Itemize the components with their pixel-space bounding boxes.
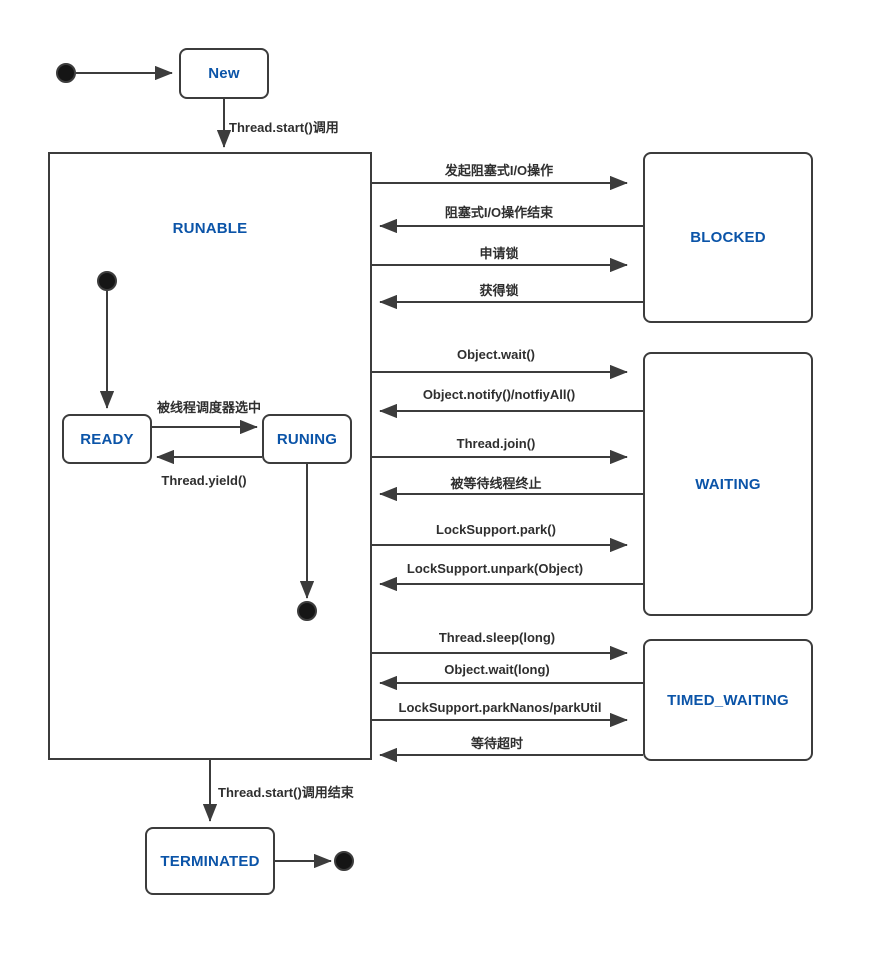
- label-locksupport-park: LockSupport.park(): [436, 522, 556, 537]
- state-timed-waiting: TIMED_WAITING: [643, 639, 813, 761]
- runable-initial-node: [97, 271, 117, 409]
- state-runable-label: RUNABLE: [172, 220, 248, 237]
- state-waiting: WAITING: [643, 352, 813, 616]
- final-node: [275, 851, 354, 871]
- label-blocking-io-end: 阻塞式I/O操作结束: [444, 205, 554, 220]
- state-terminated-label: TERMINATED: [160, 852, 260, 870]
- state-runing: RUNING: [262, 414, 352, 464]
- label-wait-timeout: 等待超时: [470, 736, 524, 751]
- label-apply-lock: 申请锁: [479, 246, 519, 261]
- state-waiting-label: WAITING: [695, 475, 761, 493]
- label-scheduler-selected: 被线程调度器选中: [156, 400, 262, 415]
- state-blocked-label: BLOCKED: [690, 229, 766, 246]
- label-locksupport-unpark: LockSupport.unpark(Object): [406, 561, 584, 576]
- state-ready-label: READY: [80, 430, 134, 448]
- state-runable: RUNABLE: [48, 152, 372, 760]
- runing-final-node: [297, 464, 317, 621]
- label-thread-yield: Thread.yield(): [161, 473, 247, 488]
- state-new: New: [179, 48, 269, 99]
- label-thread-start: Thread.start()调用: [229, 120, 339, 135]
- state-blocked: BLOCKED: [643, 152, 813, 323]
- label-locksupport-parknanos: LockSupport.parkNanos/parkUtil: [398, 700, 602, 715]
- state-timed-waiting-label: TIMED_WAITING: [667, 691, 789, 709]
- initial-node: [56, 63, 173, 83]
- label-acquire-lock: 获得锁: [479, 283, 519, 298]
- label-blocking-io-start: 发起阻塞式I/O操作: [444, 163, 554, 178]
- state-runing-label: RUNING: [276, 430, 338, 448]
- label-object-wait-long: Object.wait(long): [444, 662, 550, 677]
- state-terminated: TERMINATED: [145, 827, 275, 895]
- label-object-notify: Object.notify()/notfiyAll(): [422, 387, 576, 402]
- state-new-label: New: [208, 65, 240, 82]
- label-object-wait: Object.wait(): [456, 347, 536, 362]
- label-thread-sleep: Thread.sleep(long): [438, 630, 556, 645]
- label-thread-join: Thread.join(): [456, 436, 536, 451]
- label-thread-start-end: Thread.start()调用结束: [218, 785, 354, 800]
- state-ready: READY: [62, 414, 152, 464]
- label-waited-thread-terminated: 被等待线程终止: [450, 476, 542, 491]
